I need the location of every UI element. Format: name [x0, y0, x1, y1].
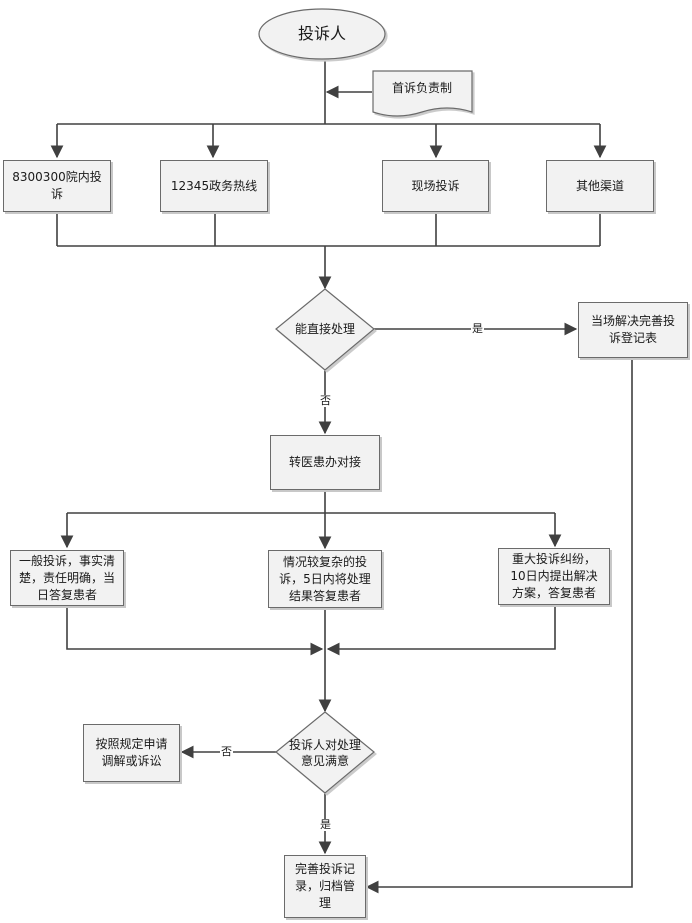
channel-hotline-internal: 8300300院内投诉: [3, 160, 111, 212]
first-responsibility-label: 首诉负责制: [391, 81, 452, 95]
edge-onsite-to-archive: [365, 358, 633, 894]
edge-label-satisfied-yes: 是: [319, 818, 332, 831]
transfer-box: 转医患办对接: [270, 435, 380, 490]
case-complex-box: 情况较复杂的投诉，5日内将处理结果答复患者: [268, 550, 382, 608]
complainant-label: 投诉人: [297, 24, 346, 43]
edge-label-direct-no: 否: [319, 394, 332, 407]
resolve-onsite-box: 当场解决完善投诉登记表: [578, 302, 688, 358]
decision-direct-label: 能直接处理: [294, 322, 355, 336]
channel-onsite: 现场投诉: [382, 160, 489, 212]
decision-direct-diamond: [275, 288, 375, 371]
complainant-ellipse: [258, 8, 386, 60]
case-major-box: 重大投诉纠纷，10日内提出解决方案，答复患者: [498, 548, 610, 605]
note-shape: [372, 70, 473, 117]
mediation-box: 按照规定申请调解或诉讼: [83, 724, 180, 782]
decision-satisfied-label: 投诉人对处理意见满意: [288, 738, 361, 768]
edge-label-direct-yes: 是: [471, 322, 484, 335]
edge-label-satisfied-no: 否: [220, 745, 233, 758]
edge-case-major-merge: [326, 605, 556, 656]
edge-case-general-merge: [66, 606, 324, 656]
channel-other: 其他渠道: [546, 160, 654, 212]
channel-hotline-12345: 12345政务热线: [160, 160, 268, 212]
decision-satisfied-diamond: [275, 711, 375, 794]
archive-box: 完善投诉记录，归档管理: [284, 855, 366, 918]
case-general-box: 一般投诉，事实清楚，责任明确，当日答复患者: [10, 550, 124, 606]
